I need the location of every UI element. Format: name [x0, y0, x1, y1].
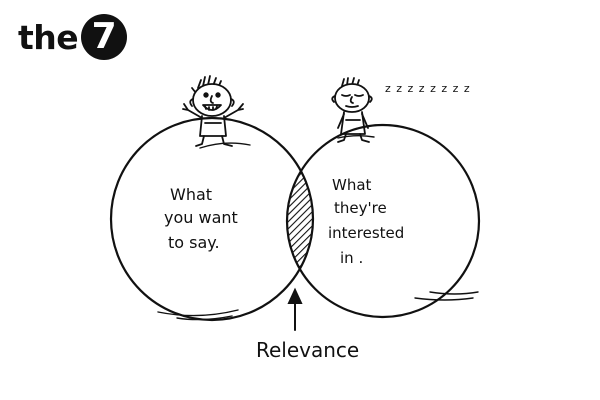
logo-text: the [18, 17, 79, 57]
logo-badge: 7 [81, 14, 128, 60]
right-label-line-1: What [332, 176, 372, 194]
right-label-line-2: they're [334, 199, 387, 217]
left-label-line-3: to say. [168, 233, 220, 252]
left-label-line-2: you want [164, 208, 238, 227]
person-talking-icon [182, 75, 244, 147]
sleep-text: z z z z z z z z [385, 82, 471, 95]
left-circle [109, 116, 315, 322]
person-sleeping-icon [331, 77, 373, 143]
left-label-line-1: What [170, 185, 212, 204]
left-circle-label: What you want to say. [164, 185, 238, 252]
right-circle [285, 123, 481, 319]
right-circle-label: What they're interested in . [328, 176, 404, 267]
right-label-line-3: interested [328, 224, 404, 242]
right-label-line-4: in . [340, 249, 363, 267]
arrow-up-icon [287, 287, 303, 331]
brand-logo: the 7 [18, 14, 128, 60]
relevance-label: Relevance [256, 338, 359, 362]
ground-shadow [157, 135, 479, 321]
